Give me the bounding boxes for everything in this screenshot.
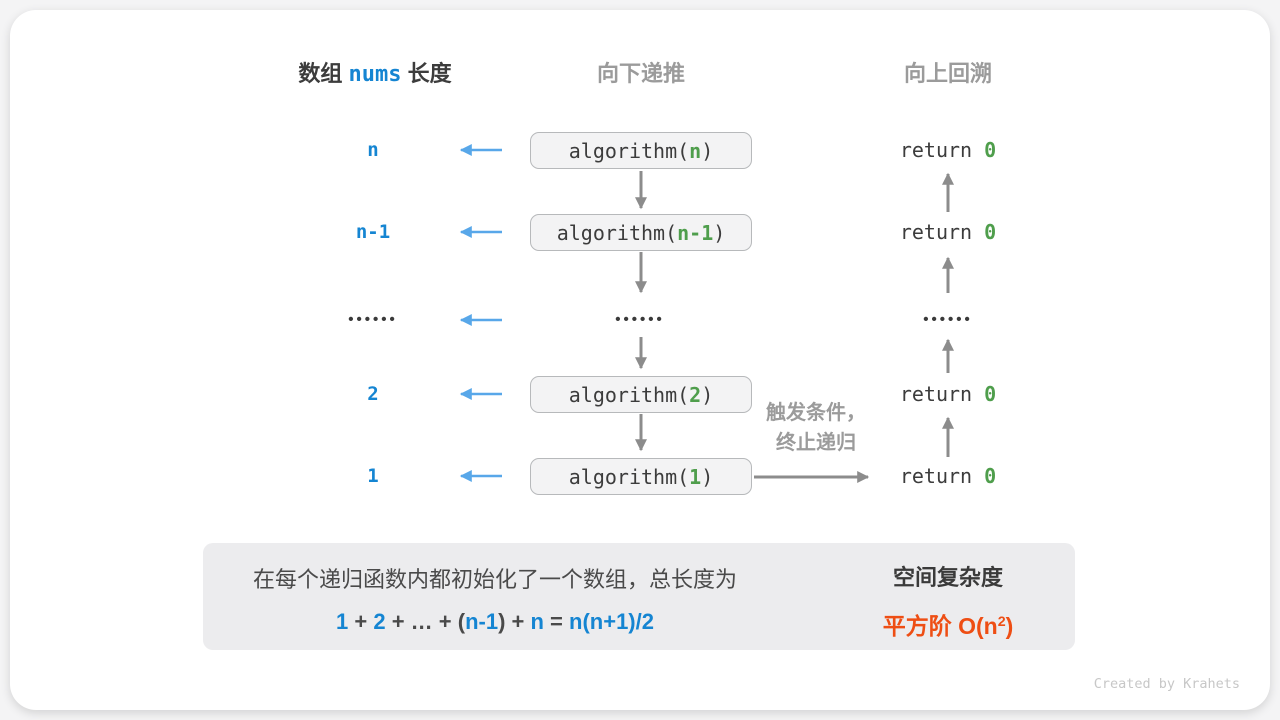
formula-term: n-1 (465, 609, 499, 634)
formula-term: 2 (373, 609, 386, 634)
call-text-prefix: algorithm( (568, 138, 690, 163)
call-box-1: algorithm(1) (530, 458, 752, 495)
call-text-prefix: algorithm( (556, 220, 678, 245)
formula-op: + ( (432, 609, 466, 634)
formula-op: = (543, 609, 570, 634)
formula-op: + (385, 609, 411, 634)
return-value: 0 (984, 382, 997, 406)
formula-term: n (530, 609, 544, 634)
return-keyword: return (899, 464, 985, 488)
summary-formula: 1 + 2 + … + (n-1) + n = n(n+1)/2 (215, 607, 775, 637)
terminate-note-line2: 终止递归 (776, 432, 856, 454)
call-box-2: algorithm(2) (530, 376, 752, 413)
level-label-2: 2 (367, 383, 379, 405)
complexity-close: ) (1005, 613, 1014, 639)
summary-description: 在每个递归函数内都初始化了一个数组，总长度为 (252, 567, 737, 592)
return-keyword: return (899, 138, 985, 162)
return-keyword: return (899, 382, 985, 406)
watermark: Created by Krahets (1093, 676, 1240, 692)
call-ellipsis: •••••• (615, 311, 665, 328)
call-arg-1: 1 (689, 464, 702, 489)
return-ellipsis: •••••• (923, 311, 973, 328)
return-statement-n-1: return 0 (868, 218, 1028, 246)
return-statement-n: return 0 (868, 136, 1028, 164)
call-arg-n: n (689, 138, 702, 163)
header-backtrack-up: 向上回溯 (903, 61, 992, 86)
complexity-exponent: 2 (997, 614, 1006, 630)
header-array-length-prefix: 数组 (298, 61, 349, 86)
call-box-n: algorithm(n) (530, 132, 752, 169)
call-arg-n-1: n-1 (677, 220, 714, 245)
terminate-note-line1: 触发条件， (766, 402, 866, 424)
call-arg-2: 2 (689, 382, 702, 407)
level-label-ellipsis: •••••• (348, 311, 398, 328)
header-array-length: 数组 nums 长度 (275, 60, 475, 89)
return-statement-1: return 0 (868, 462, 1028, 490)
call-box-n-1: algorithm(n-1) (530, 214, 752, 251)
call-text-suffix: ) (701, 382, 714, 407)
call-text-prefix: algorithm( (568, 464, 690, 489)
formula-op: + (348, 609, 374, 634)
formula-term: 1 (336, 609, 349, 634)
formula-op: ) + (498, 609, 531, 634)
formula-result: n(n+1)/2 (569, 609, 654, 634)
summary-panel (203, 543, 1075, 650)
level-label-n: n (367, 139, 379, 161)
call-text-suffix: ) (713, 220, 726, 245)
space-complexity-title: 空间复杂度 (892, 565, 1003, 590)
level-label-n-1: n-1 (355, 221, 391, 243)
complexity-prefix: 平方阶 O(n (882, 613, 998, 639)
level-label-1: 1 (367, 465, 379, 487)
space-complexity-value: 平方阶 O(n2) (858, 606, 1038, 642)
formula-ellipsis: … (410, 609, 433, 634)
return-value: 0 (984, 138, 997, 162)
call-text-suffix: ) (701, 464, 714, 489)
return-value: 0 (984, 220, 997, 244)
terminate-note: 触发条件， 终止递归 (755, 398, 877, 458)
call-text-prefix: algorithm( (568, 382, 690, 407)
return-keyword: return (899, 220, 985, 244)
header-recurse-down: 向下递推 (596, 61, 685, 86)
call-text-suffix: ) (701, 138, 714, 163)
return-value: 0 (984, 464, 997, 488)
header-array-length-suffix: 长度 (401, 61, 452, 86)
return-statement-2: return 0 (868, 380, 1028, 408)
header-nums-code: nums (348, 62, 402, 87)
